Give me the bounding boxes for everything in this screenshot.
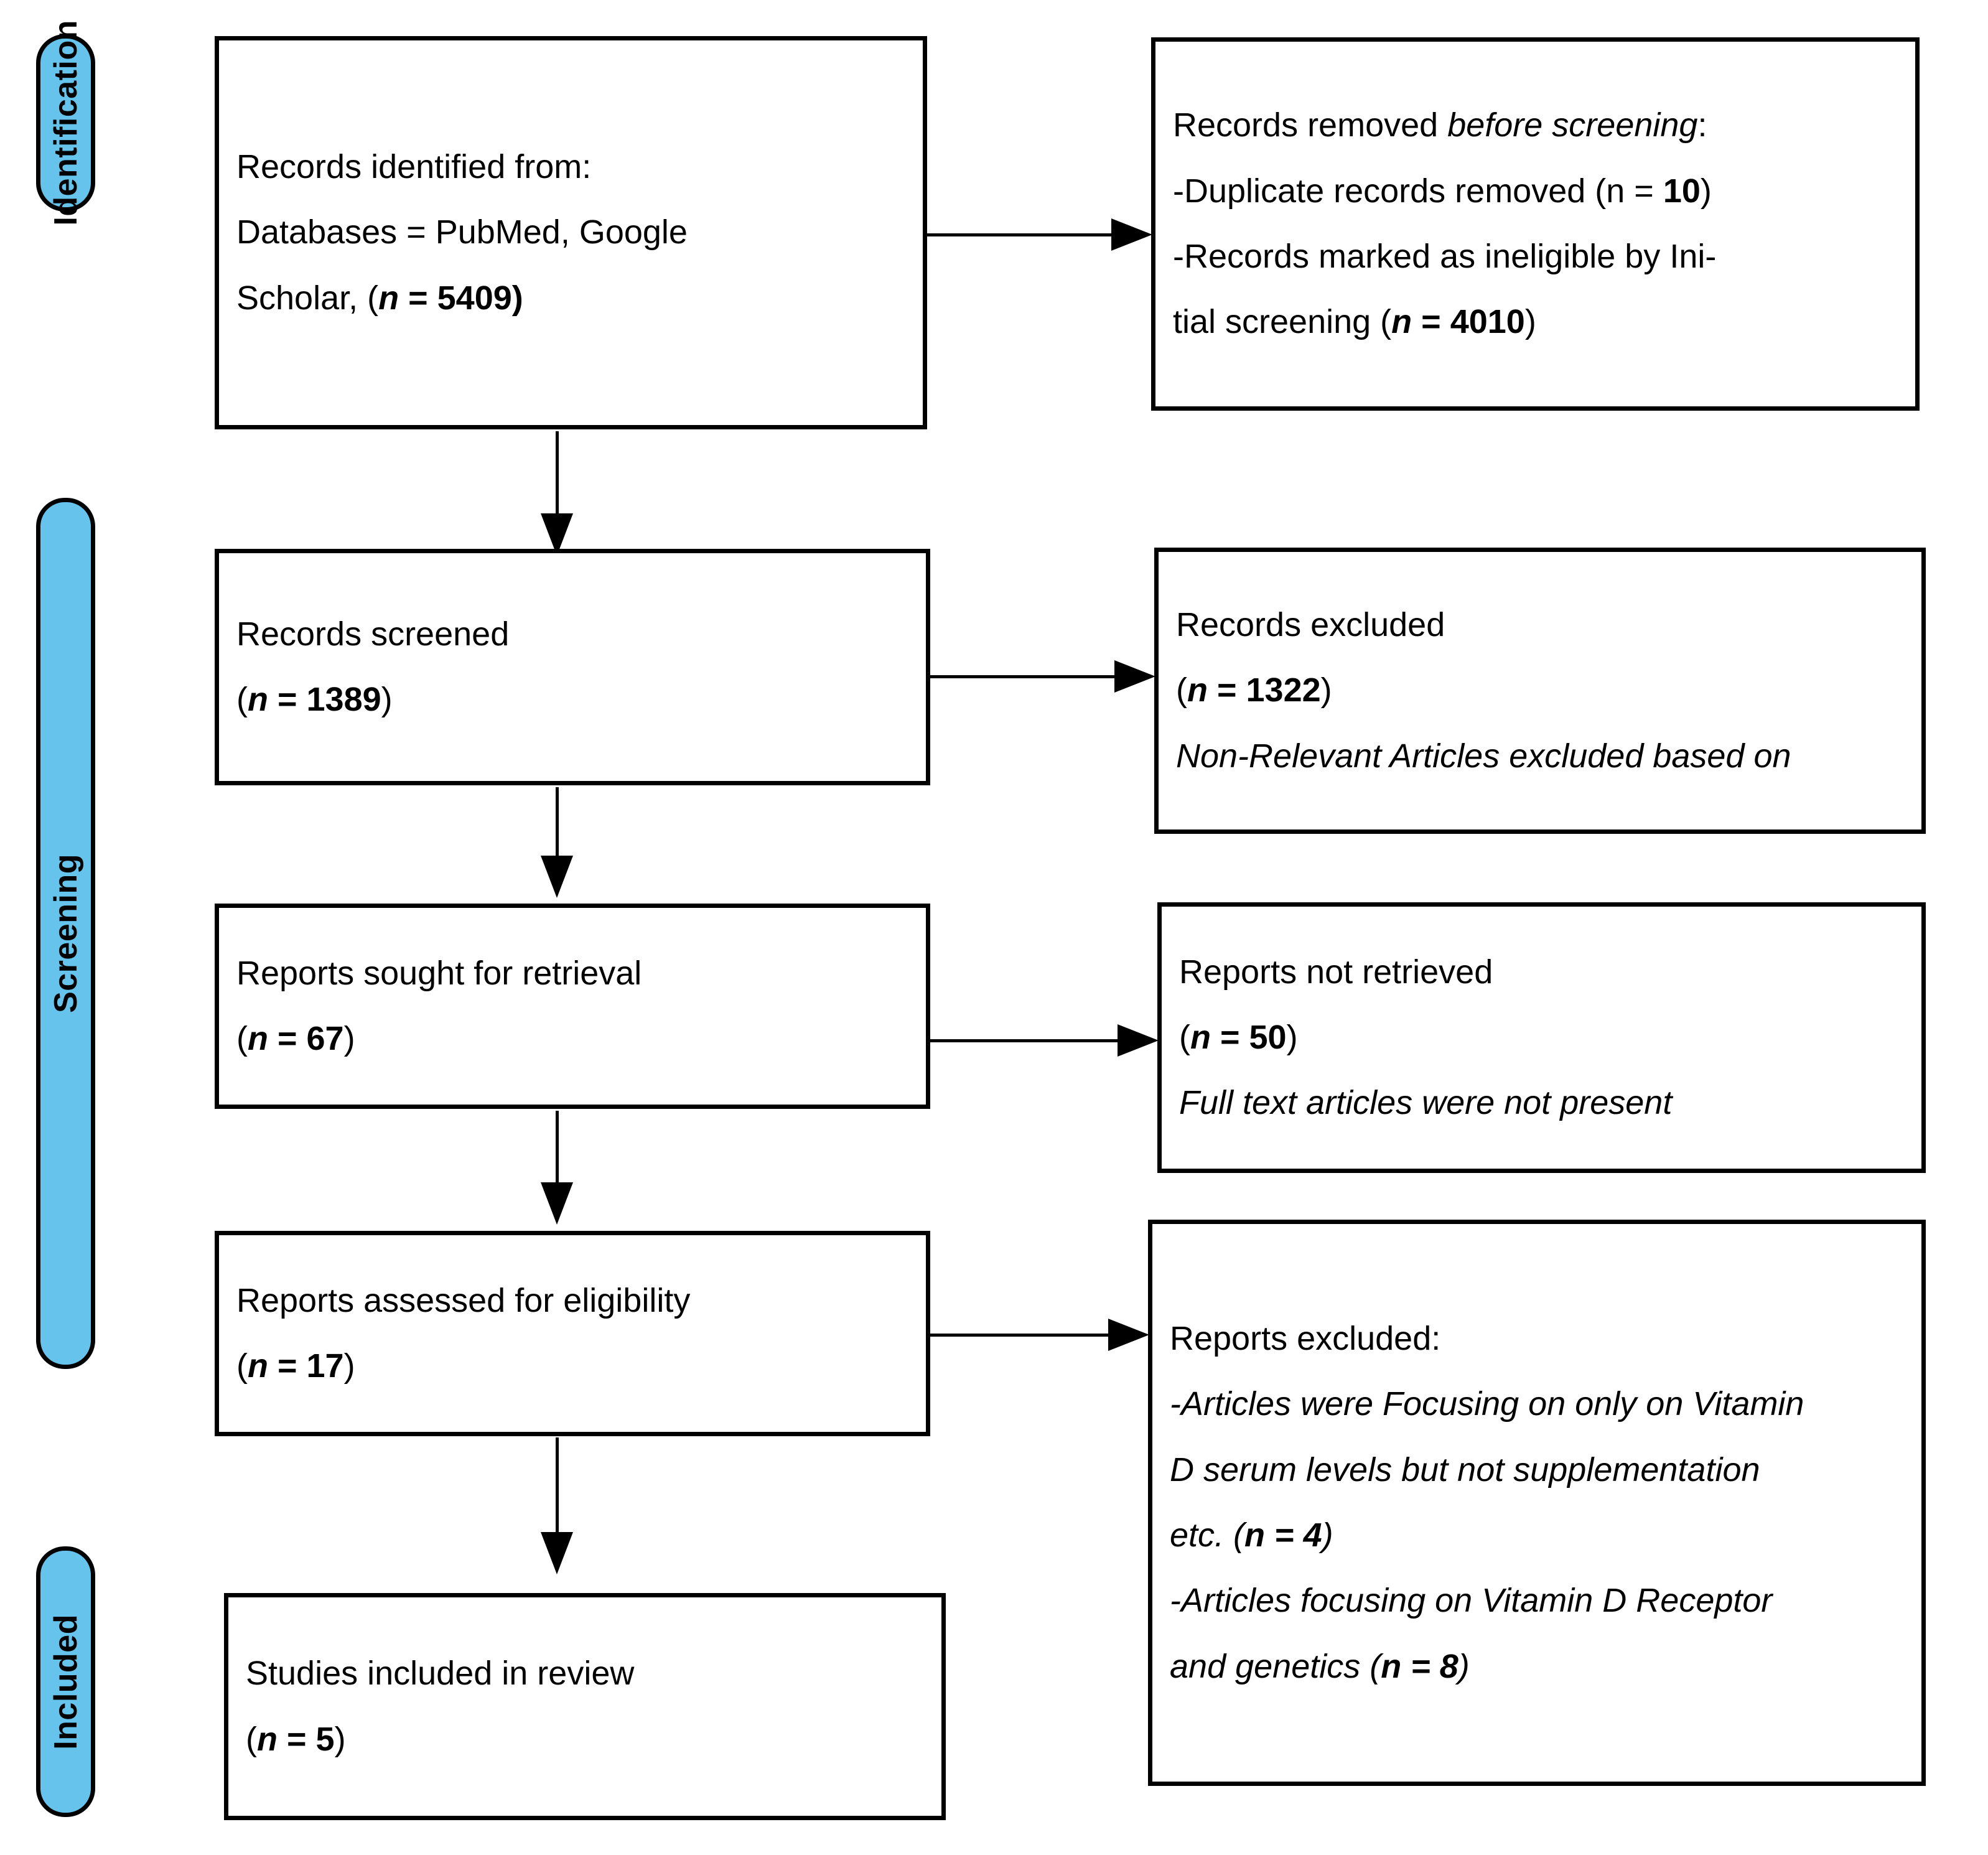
box-studies-included[interactable]: Studies included in review (n = 5): [224, 1593, 946, 1820]
stage-label-identification: Identification: [47, 20, 84, 226]
reports-not-retrieved-note: Full text articles were not present: [1179, 1084, 1673, 1122]
reports-sought-n-symbol: n: [247, 1020, 268, 1057]
reports-excluded-reason1-paren: ): [1322, 1516, 1333, 1554]
arrowhead-identified-to-screened: [541, 513, 573, 556]
records-removed-colon: :: [1697, 106, 1707, 144]
records-excluded-line2: (n = 1322): [1176, 671, 1332, 709]
box-reports-excluded[interactable]: Reports excluded: -Articles were Focusin…: [1148, 1220, 1926, 1786]
duplicate-records-value: 10: [1663, 172, 1701, 210]
reports-not-retrieved-n-value: = 50: [1210, 1018, 1287, 1056]
stage-bar-screening: Screening: [36, 498, 95, 1369]
records-removed-line3: -Records marked as ineligible by Ini-: [1173, 238, 1717, 275]
connector-screened-to-sought: [556, 787, 559, 884]
records-identified-n-value: = 5409): [399, 279, 523, 317]
arrowhead-identified-to-removed: [1111, 218, 1152, 251]
stage-bar-identification: Identification: [36, 20, 95, 226]
reports-excluded-reason2-n-value: = 8: [1401, 1647, 1458, 1685]
reports-sought-line1: Reports sought for retrieval: [236, 954, 642, 992]
box-records-removed[interactable]: Records removed before screening: -Dupli…: [1151, 37, 1920, 411]
records-excluded-n-symbol: n: [1187, 671, 1208, 709]
records-identified-line2: Databases = PubMed, Google: [236, 213, 688, 251]
reports-excluded-etc-text: etc. (: [1170, 1516, 1245, 1554]
stage-label-included: Included: [47, 1614, 84, 1750]
reports-not-retrieved-line2: (n = 50): [1179, 1018, 1298, 1056]
reports-excluded-reason2-paren: ): [1458, 1647, 1470, 1685]
duplicate-records-text: -Duplicate records removed (n =: [1173, 172, 1663, 210]
reports-excluded-reason1-part1: -Articles were Focusing on only on Vitam…: [1170, 1385, 1804, 1423]
duplicate-records-paren: ): [1700, 172, 1712, 210]
reports-excluded-reason2-n-symbol: n: [1381, 1647, 1402, 1685]
reports-not-retrieved-n-symbol: n: [1190, 1018, 1211, 1056]
records-identified-line3: Scholar, (n = 5409): [236, 266, 905, 331]
records-screened-n-value: = 1389: [268, 681, 381, 718]
connector-identified-to-screened: [556, 431, 559, 543]
stage-bar-included: Included: [36, 1546, 95, 1817]
records-identified-scholar-text: Scholar, (: [236, 279, 379, 317]
studies-included-n-value: = 5: [277, 1720, 335, 1758]
reports-excluded-reason1-n-symbol: n: [1244, 1516, 1266, 1554]
connector-assessed-to-included: [556, 1437, 559, 1562]
box-reports-sought[interactable]: Reports sought for retrieval (n = 67): [215, 904, 930, 1109]
studies-included-n-symbol: n: [256, 1720, 278, 1758]
arrowhead-screened-to-excluded: [1114, 660, 1155, 693]
reports-sought-line2: (n = 67): [236, 1020, 355, 1057]
records-screened-line1: Records screened: [236, 615, 510, 653]
reports-excluded-line1: Reports excluded:: [1170, 1320, 1441, 1358]
records-removed-line4: tial screening (n = 4010): [1173, 289, 1898, 355]
box-records-identified[interactable]: Records identified from: Databases = Pub…: [215, 36, 927, 429]
connector-sought-to-not-retrieved: [930, 1039, 1120, 1042]
reports-excluded-reason1-part2: D serum levels but not supplementation: [1170, 1451, 1760, 1488]
connector-assessed-to-excluded: [930, 1334, 1111, 1337]
records-removed-italic: before screening: [1447, 106, 1698, 144]
box-records-screened[interactable]: Records screened (n = 1389): [215, 549, 930, 785]
records-removed-line1: Records removed before screening:: [1173, 93, 1898, 158]
studies-included-line2: (n = 5): [246, 1720, 346, 1758]
arrowhead-assessed-to-excluded: [1108, 1319, 1149, 1351]
records-screened-n-symbol: n: [247, 681, 268, 718]
records-identified-line1: Records identified from:: [236, 148, 592, 186]
arrowhead-sought-to-assessed: [541, 1182, 573, 1225]
box-reports-assessed[interactable]: Reports assessed for eligibility (n = 17…: [215, 1231, 930, 1436]
connector-sought-to-assessed: [556, 1111, 559, 1210]
reports-excluded-reason1-n-value: = 4: [1265, 1516, 1322, 1554]
records-identified-n-symbol: n: [378, 279, 399, 317]
reports-assessed-line2: (n = 17): [236, 1347, 355, 1385]
reports-excluded-reason2-count: and genetics (n = 8): [1170, 1634, 1904, 1699]
records-removed-prefix: Records removed: [1173, 106, 1448, 144]
connector-screened-to-excluded: [930, 675, 1117, 678]
arrowhead-assessed-to-included: [541, 1532, 573, 1574]
reports-assessed-n-symbol: n: [247, 1347, 268, 1385]
initial-screening-text: tial screening (: [1173, 303, 1392, 341]
records-removed-line2: -Duplicate records removed (n = 10): [1173, 159, 1898, 224]
initial-screening-n-value: = 4010: [1412, 303, 1525, 341]
arrowhead-sought-to-not-retrieved: [1118, 1024, 1159, 1057]
records-excluded-note: Non-Relevant Articles excluded based on: [1176, 737, 1791, 775]
connector-identified-to-removed: [927, 233, 1114, 236]
studies-included-line1: Studies included in review: [246, 1655, 635, 1693]
records-excluded-n-value: = 1322: [1207, 671, 1321, 709]
reports-assessed-line1: Reports assessed for eligibility: [236, 1281, 691, 1319]
reports-excluded-genetics-text: and genetics (: [1170, 1647, 1381, 1685]
box-reports-not-retrieved[interactable]: Reports not retrieved (n = 50) Full text…: [1157, 902, 1926, 1173]
initial-screening-n-symbol: n: [1391, 303, 1412, 341]
stage-label-screening: Screening: [47, 854, 84, 1013]
reports-assessed-n-value: = 17: [268, 1347, 344, 1385]
reports-sought-n-value: = 67: [268, 1020, 344, 1057]
records-screened-line2: (n = 1389): [236, 681, 393, 718]
reports-excluded-reason1-count: etc. (n = 4): [1170, 1503, 1904, 1568]
reports-excluded-reason2: -Articles focusing on Vitamin D Receptor: [1170, 1582, 1773, 1620]
box-records-excluded[interactable]: Records excluded (n = 1322) Non-Relevant…: [1154, 548, 1926, 834]
reports-not-retrieved-line1: Reports not retrieved: [1179, 953, 1493, 991]
arrowhead-screened-to-sought: [541, 856, 573, 898]
records-excluded-line1: Records excluded: [1176, 606, 1445, 644]
initial-screening-paren: ): [1524, 303, 1536, 341]
